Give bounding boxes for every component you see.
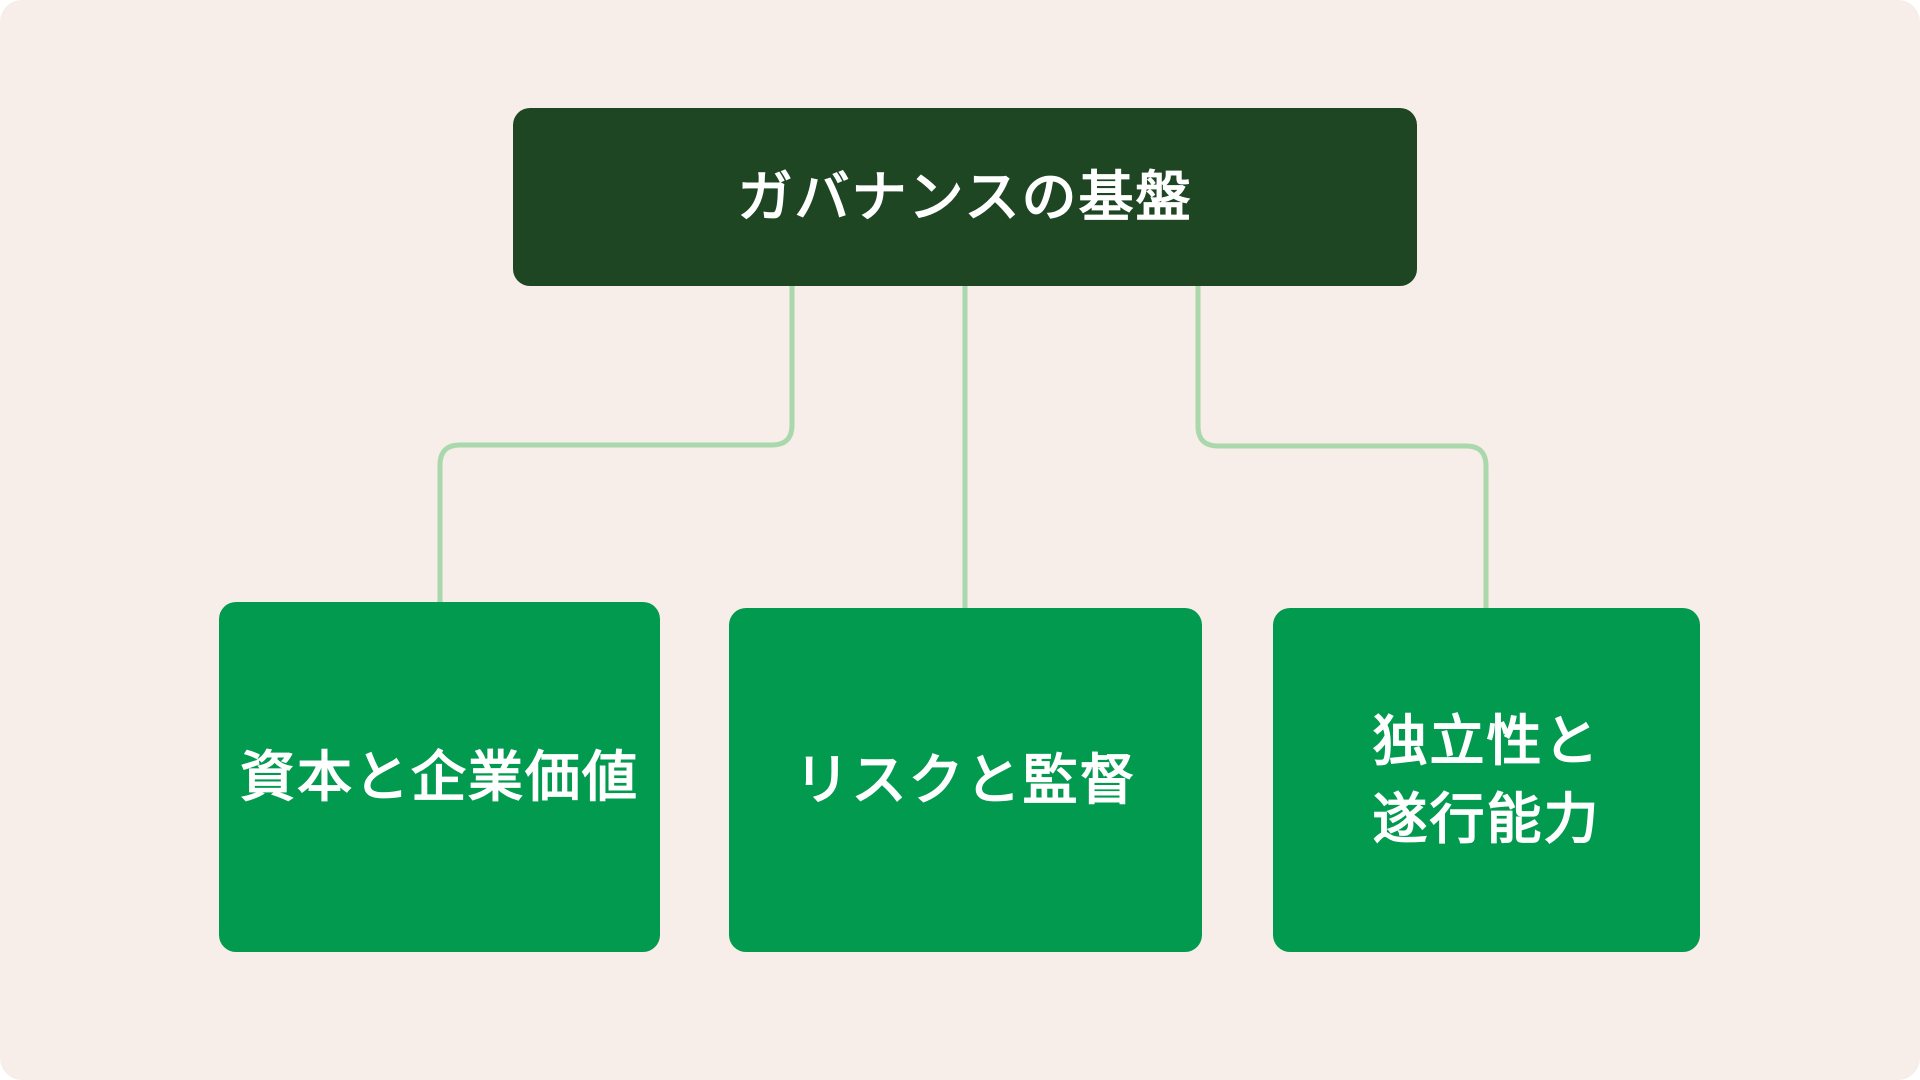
child-node-risk-and-oversight: リスクと監督 xyxy=(729,608,1202,952)
root-node-governance-foundation: ガバナンスの基盤 xyxy=(513,108,1417,286)
child-node-independence-and-execution: 独立性と 遂行能力 xyxy=(1273,608,1700,952)
connector-left-elbow xyxy=(437,286,795,602)
child-node-label: 資本と企業価値 xyxy=(239,744,639,809)
child-node-label: リスクと監督 xyxy=(794,747,1137,812)
connector-right-elbow xyxy=(1195,286,1489,608)
child-node-capital-and-corporate-value: 資本と企業価値 xyxy=(219,602,660,952)
root-node-label: ガバナンスの基盤 xyxy=(737,164,1193,229)
child-node-label: 独立性と 遂行能力 xyxy=(1372,708,1601,851)
